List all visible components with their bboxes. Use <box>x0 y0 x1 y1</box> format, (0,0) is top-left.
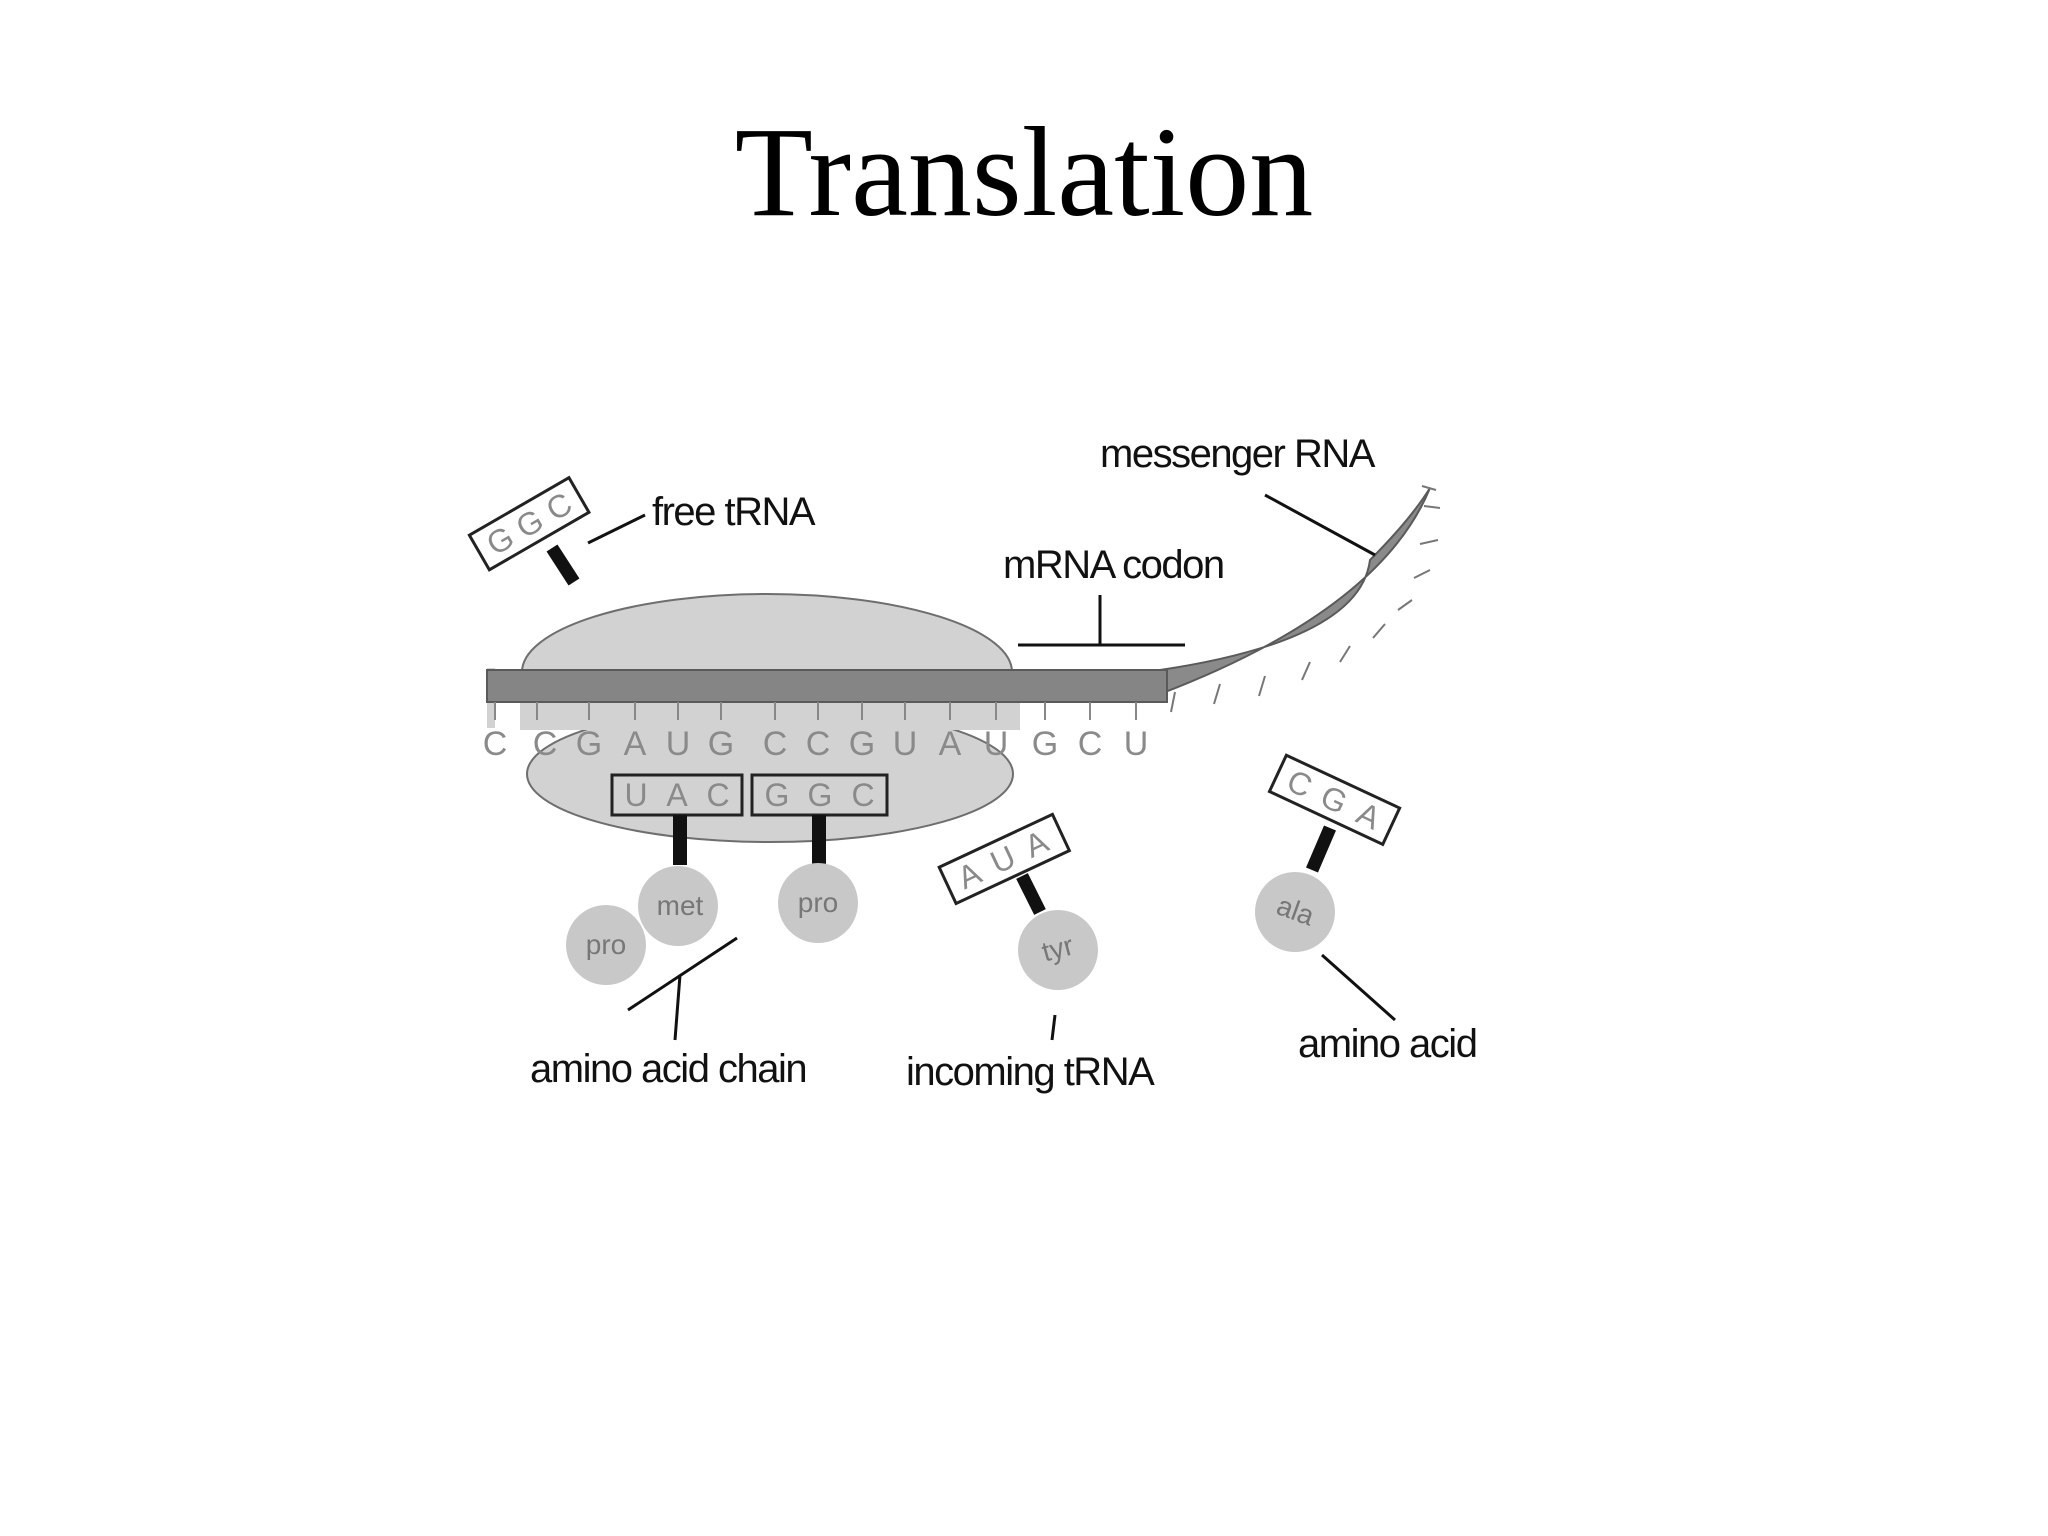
anticodon-box <box>1267 753 1402 847</box>
mrna-base: G <box>849 725 875 763</box>
ribosome-trna-2: G G C pro <box>750 773 889 943</box>
free-trna-stem <box>546 544 580 586</box>
amino-acid-label: pro <box>798 887 838 918</box>
ribosome-trna-1: U A C met <box>610 773 744 946</box>
mrna-base: G <box>576 725 602 763</box>
label-free-trna: free tRNA <box>652 490 816 534</box>
trna-stem <box>1016 873 1046 915</box>
label-amino-acid: amino acid <box>1298 1022 1476 1066</box>
free-trna-leader <box>587 513 646 545</box>
label-amino-acid-chain: amino acid chain <box>530 1047 806 1091</box>
amino-acid-leader <box>1321 953 1396 1022</box>
label-mrna-codon: mRNA codon <box>1003 543 1224 587</box>
free-trna: G G C <box>467 475 592 572</box>
mrna-base: C <box>533 725 558 763</box>
mrna-base: U <box>1124 725 1149 763</box>
chain-amino-acid: pro <box>566 905 646 985</box>
anticodon-base: C <box>706 777 729 813</box>
amino-acid-ball <box>778 863 858 943</box>
mrna-base: G <box>708 725 734 763</box>
mrna-base-ticks <box>494 702 1137 720</box>
amino-acid-trna: C G A ala <box>1255 753 1402 952</box>
incoming-trna-leader <box>1050 1014 1057 1041</box>
amino-acid-ball <box>1018 910 1098 990</box>
mrna-base: C <box>806 725 831 763</box>
messenger-rna-leader <box>1264 493 1376 557</box>
trna-stem <box>812 815 826 865</box>
mrna-base: U <box>984 725 1009 763</box>
mrna-strand <box>486 669 1168 703</box>
mrna-base: U <box>666 725 691 763</box>
amino-acid-chain-leader <box>627 936 738 1041</box>
amino-acid-ball <box>566 905 646 985</box>
mrna-base: U <box>893 725 918 763</box>
label-messenger-rna: messenger RNA <box>1100 432 1376 476</box>
amino-acid-label: met <box>657 890 704 921</box>
amino-acid-ball <box>638 866 718 946</box>
anticodon-base: U <box>624 777 647 813</box>
mrna-base: C <box>483 725 508 763</box>
mrna-base: C <box>763 725 788 763</box>
incoming-trna: A U A tyr <box>937 812 1098 990</box>
anticodon-base: C <box>851 777 874 813</box>
mrna-strand-tail <box>1129 487 1431 702</box>
slide-title: Translation <box>734 101 1314 243</box>
mrna-bases: C C G A U G C C G U A U G C U <box>483 725 1149 763</box>
anticodon-base: A <box>666 777 688 813</box>
mrna-codon-bracket <box>1018 595 1185 647</box>
trna-stem <box>1306 825 1336 873</box>
amino-acid-label: pro <box>586 929 626 960</box>
label-incoming-trna: incoming tRNA <box>906 1050 1155 1094</box>
mrna-base: C <box>1078 725 1103 763</box>
mrna-base: A <box>624 725 647 763</box>
anticodon-box <box>467 475 592 572</box>
mrna-tail-ticks <box>1170 485 1441 713</box>
amino-acid-ball <box>1255 872 1335 952</box>
mrna-base: A <box>939 725 962 763</box>
anticodon-box <box>937 812 1072 906</box>
mrna-base: G <box>1032 725 1058 763</box>
anticodon-base: G <box>808 777 833 813</box>
trna-stem <box>673 815 687 865</box>
anticodon-base: G <box>765 777 790 813</box>
